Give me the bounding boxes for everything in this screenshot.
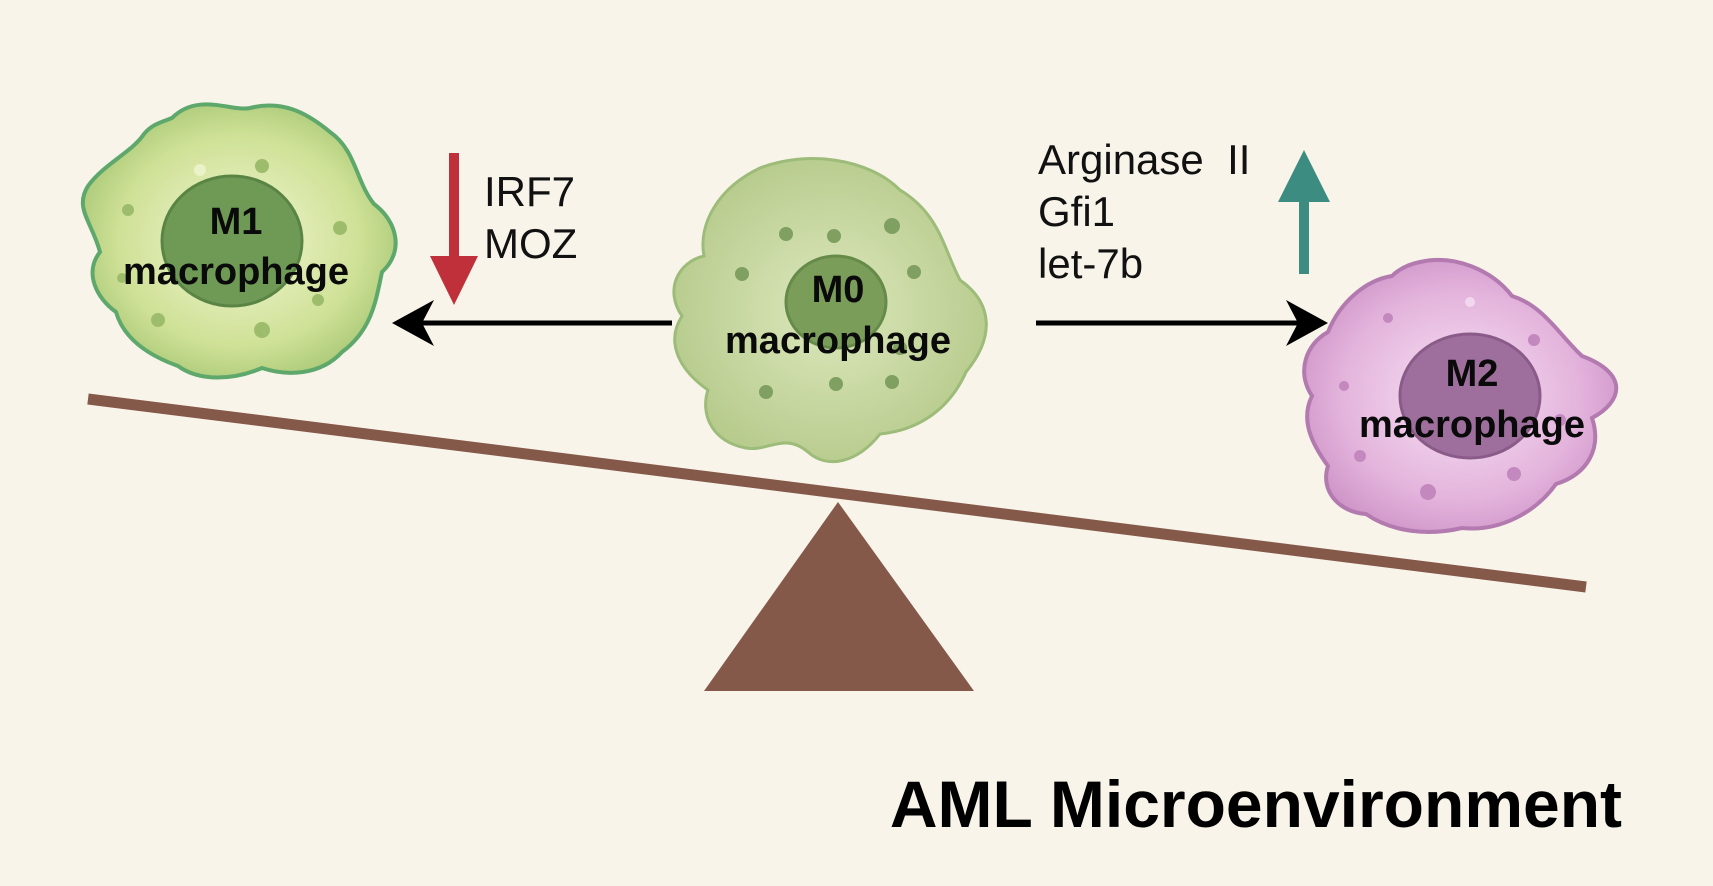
m2-macrophage-cell: M2 macrophage bbox=[1302, 257, 1619, 534]
diagram-title: AML Microenvironment bbox=[890, 767, 1622, 841]
black-left-arrow-icon bbox=[392, 300, 672, 346]
seesaw bbox=[87, 393, 1587, 691]
seesaw-fulcrum bbox=[704, 502, 974, 691]
m1-type-label: macrophage bbox=[123, 251, 349, 293]
m0-macrophage-cell: M0 macrophage bbox=[672, 157, 988, 464]
m2-name-label: M2 bbox=[1446, 353, 1499, 395]
up-factor-gfi1: Gfi1 bbox=[1038, 188, 1115, 235]
up-factor-arginase: Arginase II bbox=[1038, 136, 1250, 183]
down-factor-irf7: IRF7 bbox=[484, 168, 575, 215]
red-down-arrow-icon bbox=[430, 153, 478, 305]
m0-type-label: macrophage bbox=[725, 320, 951, 362]
m1-macrophage-cell: M1 macrophage bbox=[80, 102, 398, 380]
m0-name-label: M0 bbox=[812, 269, 865, 311]
m1-nucleus bbox=[160, 174, 304, 308]
up-factor-list: Arginase II Gfi1 let-7b bbox=[1038, 136, 1250, 287]
m1-name-label: M1 bbox=[210, 201, 263, 243]
m2-nucleus bbox=[1398, 332, 1542, 460]
teal-up-arrow-icon bbox=[1278, 150, 1330, 274]
up-factor-let7b: let-7b bbox=[1038, 240, 1143, 287]
black-right-arrow-icon bbox=[1036, 300, 1328, 346]
m2-type-label: macrophage bbox=[1359, 404, 1585, 446]
seesaw-beam bbox=[87, 393, 1587, 593]
m0-nucleus bbox=[784, 254, 888, 350]
down-factor-list: IRF7 MOZ bbox=[484, 168, 577, 267]
down-factor-moz: MOZ bbox=[484, 220, 577, 267]
